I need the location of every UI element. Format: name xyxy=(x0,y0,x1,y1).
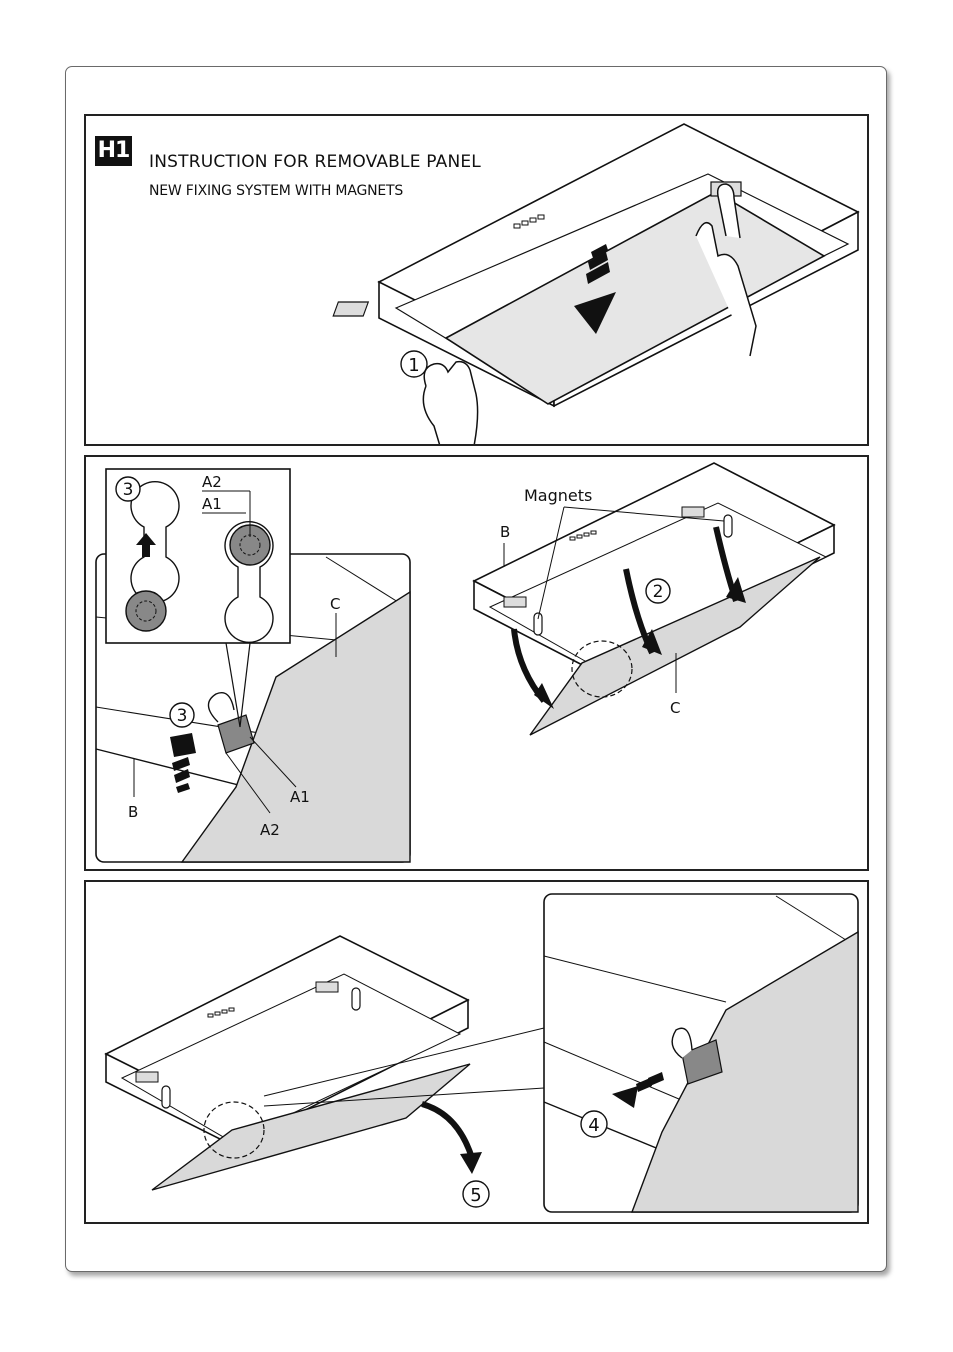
step-2-number: 2 xyxy=(653,582,664,602)
step-4-5-panel: 5 4 xyxy=(84,880,869,1224)
step-2-3-illustration: A2 A1 3 3 A1 A2 B C xyxy=(86,457,869,871)
label-b-detail: B xyxy=(128,803,138,821)
step-5-number: 5 xyxy=(470,1185,481,1206)
page-subtitle: NEW FIXING SYSTEM WITH MAGNETS xyxy=(149,183,403,199)
label-c-detail: C xyxy=(330,595,340,613)
label-a1-inset: A1 xyxy=(202,495,222,513)
section-badge: H1 xyxy=(95,136,132,166)
step-4-5-illustration: 5 4 xyxy=(86,882,869,1224)
label-c: C xyxy=(670,699,680,717)
step-1-number: 1 xyxy=(408,355,419,376)
step-2-3-panel: A2 A1 3 3 A1 A2 B C xyxy=(84,455,869,871)
page-title: INSTRUCTION FOR REMOVABLE PANEL xyxy=(149,152,481,172)
step-3-number-inset: 3 xyxy=(123,480,134,500)
label-a1: A1 xyxy=(290,788,310,806)
label-b: B xyxy=(500,523,510,541)
step-3-number: 3 xyxy=(177,706,188,726)
label-a2: A2 xyxy=(260,821,280,839)
step-4-number: 4 xyxy=(588,1115,599,1136)
label-a2-inset: A2 xyxy=(202,473,222,491)
label-magnets: Magnets xyxy=(524,486,592,505)
